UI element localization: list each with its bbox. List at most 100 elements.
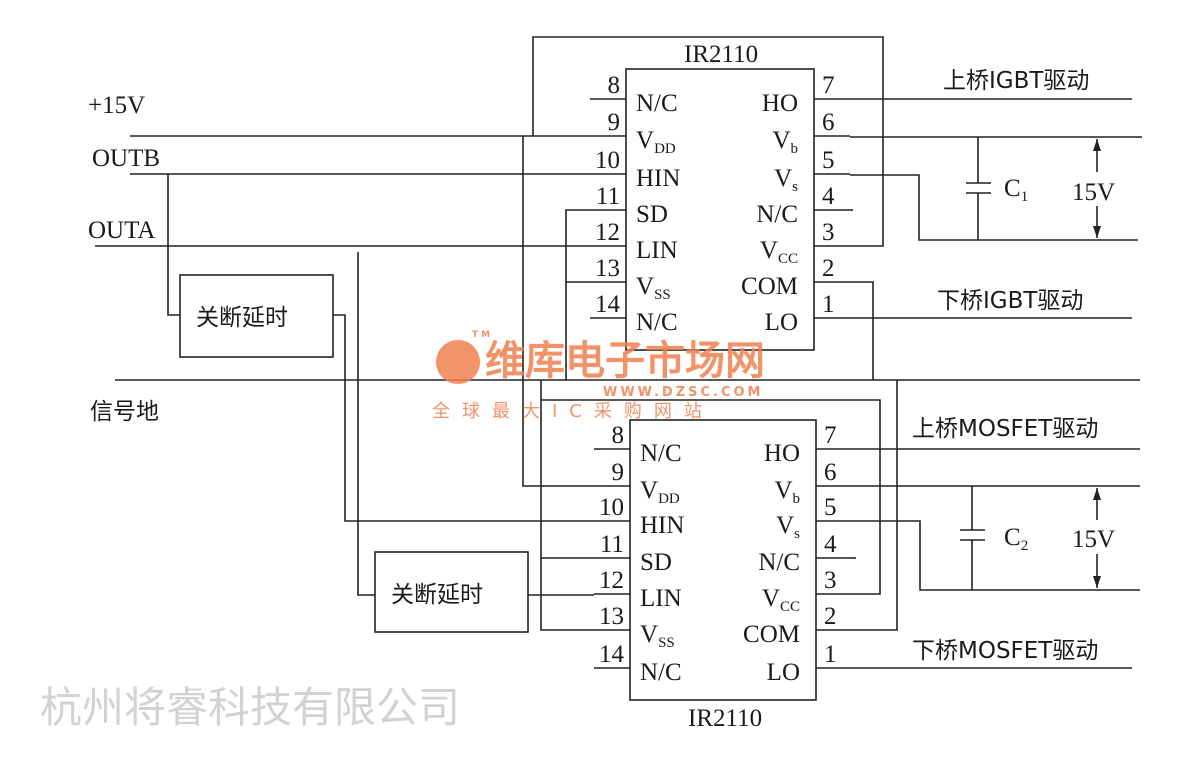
- pin-9-label: VDD: [640, 477, 680, 507]
- pin-3-number: 3: [822, 219, 835, 246]
- pin-3-label: VCC: [760, 237, 798, 267]
- outa-label: OUTA: [88, 217, 155, 244]
- pin-1-number: 1: [824, 641, 837, 668]
- arrow-head-down: [1093, 226, 1101, 238]
- pin-8-label: N/C: [640, 440, 682, 467]
- top-vcc-loop: [532, 36, 884, 247]
- c2-label: C: [1004, 524, 1021, 551]
- pin-3-label: VCC: [762, 585, 800, 615]
- pin-12-number: 12: [599, 567, 624, 594]
- pin-12-label: LIN: [640, 585, 682, 612]
- ic-top-name: IR2110: [684, 41, 758, 68]
- pin-8-label: N/C: [636, 90, 678, 117]
- watermark-url: WWW.DZSC.COM: [603, 385, 763, 400]
- pin-5-number: 5: [822, 147, 835, 174]
- pin-5-number: 5: [824, 494, 837, 521]
- turnoff-delay-label-1: 关断延时: [196, 305, 288, 331]
- arrow-head-down: [1093, 576, 1101, 588]
- pin-sub: s: [792, 179, 798, 195]
- pin-3-number: 3: [824, 567, 837, 594]
- pin-sub: CC: [778, 251, 798, 267]
- pin-13-label: VSS: [640, 621, 675, 651]
- pin-10-number: 10: [599, 494, 624, 521]
- c1-sub: 1: [1021, 189, 1029, 205]
- pin-11-number: 11: [596, 183, 620, 210]
- pin-4-label: N/C: [756, 201, 798, 228]
- pin-6-label: Vb: [772, 127, 798, 157]
- pin-13-number: 13: [599, 603, 624, 630]
- c1-label: C: [1004, 175, 1021, 202]
- watermark-brand: 维库电子市场网: [485, 338, 765, 384]
- pin-9-label: VDD: [636, 127, 676, 157]
- pin-7-label: HO: [764, 440, 800, 467]
- svg-text:C1: C1: [1004, 175, 1028, 205]
- dzsc-logo-icon: [436, 340, 480, 384]
- c2-sub: 2: [1021, 538, 1029, 554]
- turnoff-delay-label-2: 关断延时: [391, 582, 483, 608]
- top-high-drive-label: 上桥IGBT驱动: [943, 68, 1089, 94]
- turnoff-delay-box-1: [179, 274, 334, 358]
- watermark-slogan: 全球最大IC采购网站: [432, 401, 714, 422]
- pin-1-label: LO: [765, 309, 798, 336]
- watermark: 杭州将睿科技有限公司 维库电子市场网 WWW.DZSC.COM TM 全球最大I…: [40, 330, 765, 732]
- pin-6-label: Vb: [774, 477, 800, 507]
- outa-to-delay2: [357, 252, 375, 596]
- voltage-arrow-1: [1093, 139, 1101, 238]
- outb-to-delay1: [167, 174, 180, 316]
- pin-7-label: HO: [762, 90, 798, 117]
- pin-9-number: 9: [608, 109, 621, 136]
- capacitor-c1: C1: [966, 175, 1028, 205]
- bottom-low-drive-label: 下桥MOSFET驱动: [912, 638, 1098, 664]
- pin-14-label: N/C: [636, 309, 678, 336]
- pin-12-number: 12: [595, 219, 620, 246]
- capacitor-c2: C2: [960, 524, 1028, 554]
- pin-14-label: N/C: [640, 659, 682, 686]
- pin-sub: CC: [780, 599, 800, 615]
- bottom-high-drive-label: 上桥MOSFET驱动: [912, 416, 1098, 442]
- pin-4-number: 4: [824, 531, 837, 558]
- top-vs-wire: [850, 174, 1138, 241]
- pin-sub: s: [794, 526, 800, 542]
- bootstrap-voltage-2: 15V: [1072, 526, 1115, 553]
- outb-label: OUTB: [92, 145, 160, 172]
- pin-5-label: Vs: [774, 165, 798, 195]
- pin-1-label: LO: [767, 659, 800, 686]
- arrow-head-up: [1093, 488, 1101, 500]
- svg-text:C2: C2: [1004, 524, 1028, 554]
- pin-13-number: 13: [595, 255, 620, 282]
- pin-6-number: 6: [822, 109, 835, 136]
- pin-10-number: 10: [595, 147, 620, 174]
- pin-8-number: 8: [612, 422, 625, 449]
- pin-1-number: 1: [822, 291, 835, 318]
- top-low-drive-label: 下桥IGBT驱动: [937, 288, 1083, 314]
- bottom-vss-wire: [540, 380, 594, 631]
- wires: [95, 36, 1142, 669]
- pin-2-number: 2: [822, 255, 835, 282]
- pin-4-number: 4: [822, 183, 835, 210]
- pin-sub: SS: [654, 287, 671, 303]
- pin-12-label: LIN: [636, 237, 678, 264]
- vdd-bottom-wire: [522, 136, 594, 487]
- turnoff-delay-box-2: [374, 551, 529, 633]
- pin-7-number: 7: [824, 422, 837, 449]
- bottom-vs-wire: [852, 520, 1140, 591]
- bootstrap-voltage-1: 15V: [1072, 179, 1115, 206]
- bottom-vcc-loop: [541, 399, 881, 595]
- pin-4-label: N/C: [758, 549, 800, 576]
- watermark-company: 杭州将睿科技有限公司: [40, 683, 460, 732]
- arrow-head-up: [1093, 139, 1101, 151]
- pin-2-label: COM: [741, 273, 798, 300]
- pin-14-number: 14: [595, 291, 621, 318]
- pin-10-label: HIN: [640, 512, 684, 539]
- pin-5-label: Vs: [776, 512, 800, 542]
- pin-14-number: 14: [599, 641, 625, 668]
- pin-sub: DD: [654, 141, 676, 157]
- bottom-com-wire: [852, 380, 898, 631]
- ic-bottom-name: IR2110: [688, 705, 762, 732]
- ic-body: [629, 419, 817, 701]
- signal-ground-label: 信号地: [90, 399, 159, 425]
- supply-label: +15V: [88, 92, 145, 119]
